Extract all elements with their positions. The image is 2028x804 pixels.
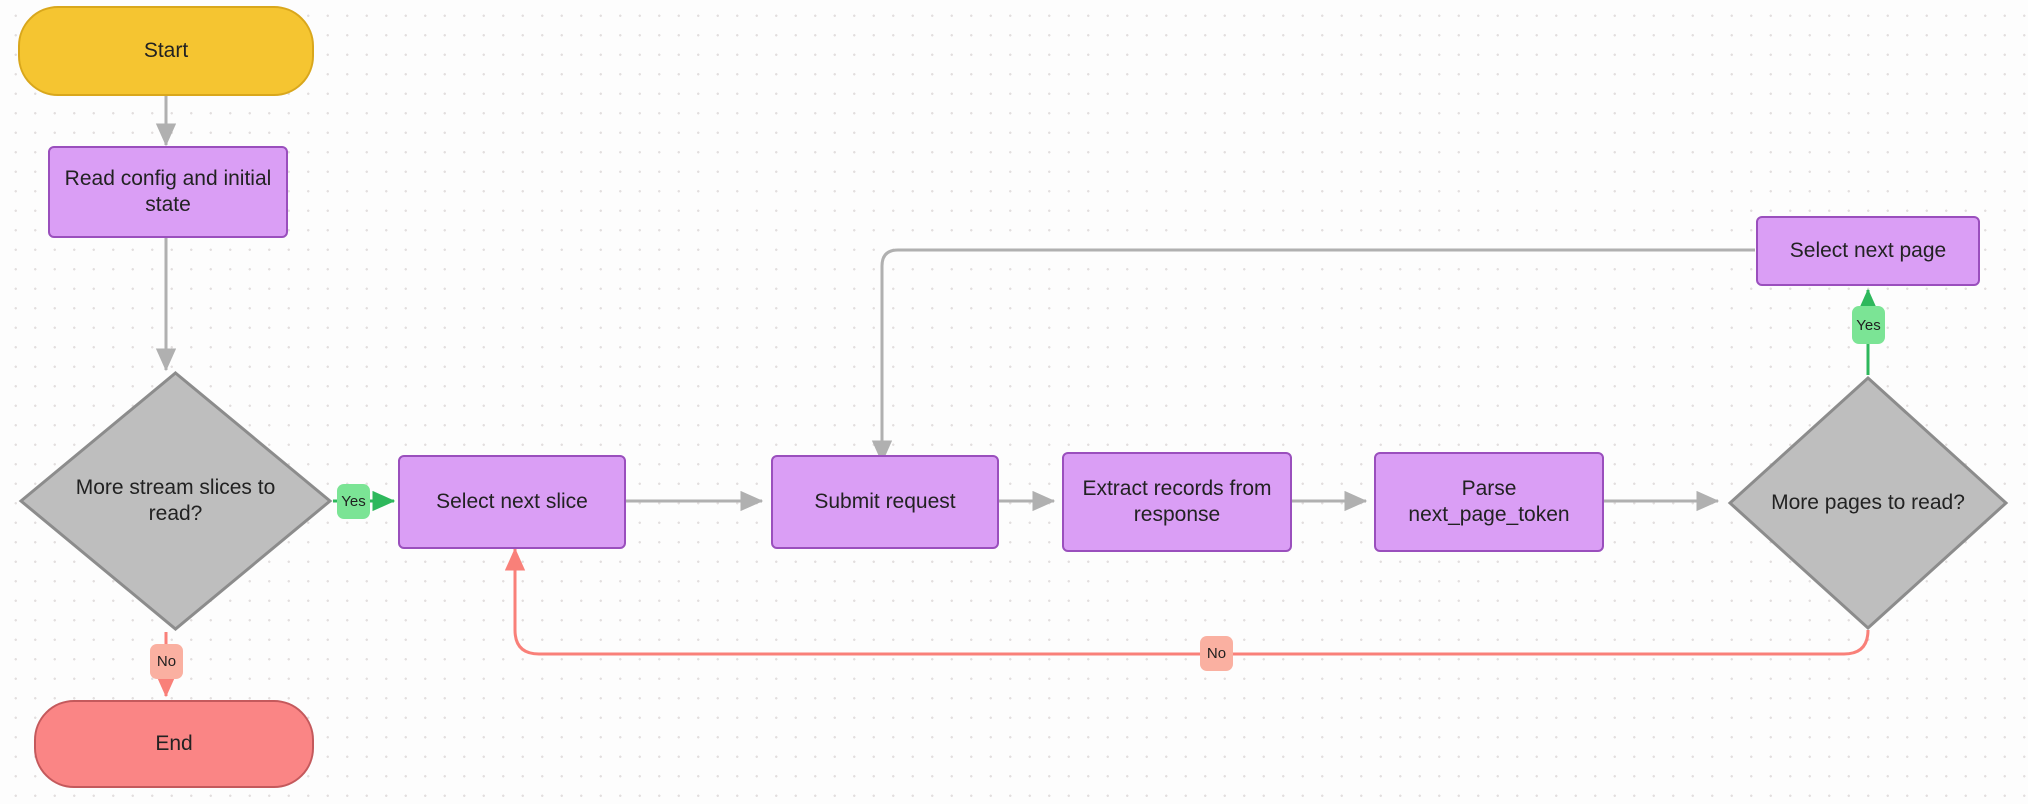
node-submit-request[interactable]: Submit request bbox=[771, 455, 999, 549]
edge-more-pages-no-to-select-slice bbox=[504, 547, 1870, 656]
node-read-config[interactable]: Read config and initial state bbox=[48, 146, 288, 238]
edge-label-slices-yes: Yes bbox=[337, 484, 370, 519]
node-end-label: End bbox=[155, 731, 193, 755]
node-more-pages[interactable]: More pages to read? bbox=[1727, 375, 2009, 631]
node-end[interactable]: End bbox=[34, 700, 314, 788]
node-more-slices[interactable]: More stream slices to read? bbox=[18, 370, 333, 632]
node-more-pages-label: More pages to read? bbox=[1771, 490, 1965, 514]
node-extract-records-label: Extract records from response bbox=[1082, 476, 1272, 526]
node-parse-token[interactable]: Parse next_page_token bbox=[1374, 452, 1604, 552]
node-read-config-label: Read config and initial state bbox=[64, 166, 272, 216]
node-select-slice[interactable]: Select next slice bbox=[398, 455, 626, 549]
edge-label-pages-no-text: No bbox=[1206, 645, 1227, 662]
edge-label-slices-no-text: No bbox=[156, 653, 177, 670]
node-parse-token-label: Parse next_page_token bbox=[1408, 476, 1570, 526]
more-slices-diamond-shape bbox=[18, 371, 333, 631]
node-start[interactable]: Start bbox=[18, 6, 314, 96]
node-select-page[interactable]: Select next page bbox=[1756, 216, 1980, 286]
node-select-slice-label: Select next slice bbox=[436, 489, 588, 513]
edge-label-pages-yes: Yes bbox=[1852, 306, 1885, 344]
node-select-page-label: Select next page bbox=[1789, 238, 1947, 262]
edge-label-slices-yes-text: Yes bbox=[341, 493, 366, 510]
node-start-label: Start bbox=[143, 38, 189, 62]
edge-select-page-to-submit-request bbox=[871, 248, 1755, 464]
node-extract-records[interactable]: Extract records from response bbox=[1062, 452, 1292, 552]
node-submit-request-label: Submit request bbox=[814, 489, 956, 513]
edge-label-pages-yes-text: Yes bbox=[1856, 316, 1881, 334]
node-more-slices-label: More stream slices to read? bbox=[75, 475, 276, 525]
edge-label-pages-no: No bbox=[1200, 636, 1233, 671]
edge-label-slices-no: No bbox=[150, 644, 183, 679]
